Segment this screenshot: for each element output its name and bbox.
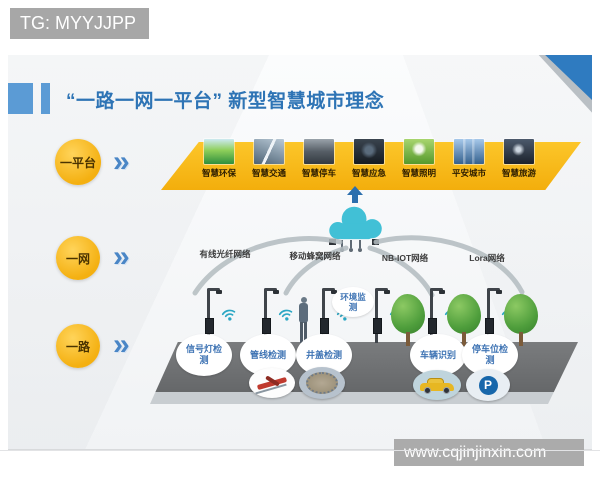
chevron-right-icon: » bbox=[113, 328, 130, 361]
channel-tag-text: TG: MYYJJPP bbox=[20, 13, 137, 33]
app-label: 智慧环保 bbox=[201, 168, 236, 178]
app-item: 智慧环保 bbox=[194, 139, 244, 179]
app-item: 平安城市 bbox=[444, 139, 494, 179]
pedestrian-body bbox=[299, 303, 308, 323]
smart-emergency-icon bbox=[354, 139, 384, 164]
app-label: 智慧照明 bbox=[401, 168, 436, 178]
smart-traffic-icon bbox=[254, 139, 284, 164]
app-item: 智慧交通 bbox=[244, 139, 294, 179]
smart-lighting-icon bbox=[404, 139, 434, 164]
street-lamp bbox=[320, 288, 338, 344]
badge-network: 一网 bbox=[56, 236, 100, 280]
app-item: 智慧旅游 bbox=[494, 139, 544, 179]
street-lamp bbox=[373, 288, 391, 344]
car-icon bbox=[413, 370, 461, 400]
manhole-lid bbox=[306, 372, 338, 394]
channel-tag-banner: TG: MYYJJPP bbox=[10, 8, 149, 39]
network-type-label: Lora网络 bbox=[469, 253, 505, 263]
title-bar-decoration bbox=[8, 83, 33, 114]
platform-apps-row: 智慧环保 智慧交通 智慧停车 智慧应急 智慧照明 平安城市 智慧旅游 bbox=[194, 139, 550, 179]
sensor-label: 车辆识别 bbox=[419, 349, 456, 360]
app-label: 智慧应急 bbox=[351, 168, 386, 178]
app-label: 平安城市 bbox=[451, 168, 486, 178]
street-lamp bbox=[262, 288, 280, 344]
app-label: 智慧停车 bbox=[301, 168, 336, 178]
watermark: www.cqjinjinxin.com bbox=[394, 439, 584, 466]
tree-icon bbox=[446, 294, 482, 346]
app-item: 智慧停车 bbox=[294, 139, 344, 179]
network-type-label: NB-IOT网络 bbox=[381, 253, 429, 263]
car-shape bbox=[420, 376, 454, 394]
badge-road: 一路 bbox=[56, 324, 100, 368]
badge-platform-label: 一平台 bbox=[59, 155, 96, 170]
divider-line bbox=[0, 450, 600, 451]
network-type-label: 有线光纤网络 bbox=[199, 249, 251, 259]
connector-pin bbox=[358, 240, 362, 252]
parking-sign-icon: P bbox=[466, 369, 510, 401]
watermark-text: www.cqjinjinxin.com bbox=[404, 444, 547, 461]
env-monitor-label: 环境监测 bbox=[340, 291, 366, 312]
cloud-icon bbox=[329, 206, 382, 240]
wifi-icon bbox=[221, 309, 236, 321]
sensor-bubble-signal-light: 信号灯检测 bbox=[176, 334, 232, 376]
sensor-label: 管线检测 bbox=[249, 349, 286, 360]
street-lamp bbox=[485, 288, 503, 344]
smart-environment-icon bbox=[204, 139, 234, 164]
manhole-cover-icon bbox=[299, 367, 345, 399]
arrow-stem bbox=[352, 194, 358, 203]
smart-parking-icon bbox=[304, 139, 334, 164]
env-monitor-bubble: 环境监测 bbox=[332, 287, 374, 317]
network-type-label: 移动蜂窝网络 bbox=[289, 251, 341, 261]
connector-pin bbox=[349, 240, 353, 252]
badge-network-label: 一网 bbox=[65, 251, 90, 266]
slide: “一路一网一平台” 新型智慧城市理念 一平台 » 智慧环保 智慧交通 智慧停车 … bbox=[8, 55, 592, 450]
app-label: 智慧旅游 bbox=[501, 168, 536, 178]
tree-icon bbox=[390, 294, 426, 346]
slide-title: “一路一网一平台” 新型智慧城市理念 bbox=[66, 91, 385, 112]
wifi-icon bbox=[278, 309, 293, 321]
upload-arrow-icon bbox=[347, 186, 363, 204]
street-lamp bbox=[428, 288, 446, 344]
app-item: 智慧照明 bbox=[394, 139, 444, 179]
badge-platform: 一平台 bbox=[55, 139, 101, 185]
app-item: 智慧应急 bbox=[344, 139, 394, 179]
sensor-label: 停车位检测 bbox=[471, 344, 508, 365]
sensor-label: 井盖检测 bbox=[305, 349, 342, 360]
smart-tourism-icon bbox=[504, 139, 534, 164]
pedestrian-legs bbox=[300, 322, 307, 343]
sensor-bubble-vehicle: 车辆识别 bbox=[410, 334, 466, 376]
chevron-right-icon: » bbox=[113, 145, 130, 178]
arrow-head bbox=[347, 186, 363, 195]
pedestrian-figure bbox=[297, 297, 310, 345]
chevron-right-icon: » bbox=[113, 240, 130, 273]
tree-icon bbox=[503, 294, 539, 346]
network-arcs bbox=[192, 235, 525, 298]
title-bar-decoration bbox=[41, 83, 50, 114]
street-lamp bbox=[205, 288, 223, 344]
pedestrian-head bbox=[301, 297, 307, 303]
safe-city-icon bbox=[454, 139, 484, 164]
sensor-label: 信号灯检测 bbox=[185, 344, 222, 365]
badge-road-label: 一路 bbox=[65, 339, 90, 354]
app-label: 智慧交通 bbox=[251, 168, 286, 178]
pipeline-icon bbox=[249, 368, 295, 398]
parking-sign-letter: P bbox=[478, 375, 498, 395]
